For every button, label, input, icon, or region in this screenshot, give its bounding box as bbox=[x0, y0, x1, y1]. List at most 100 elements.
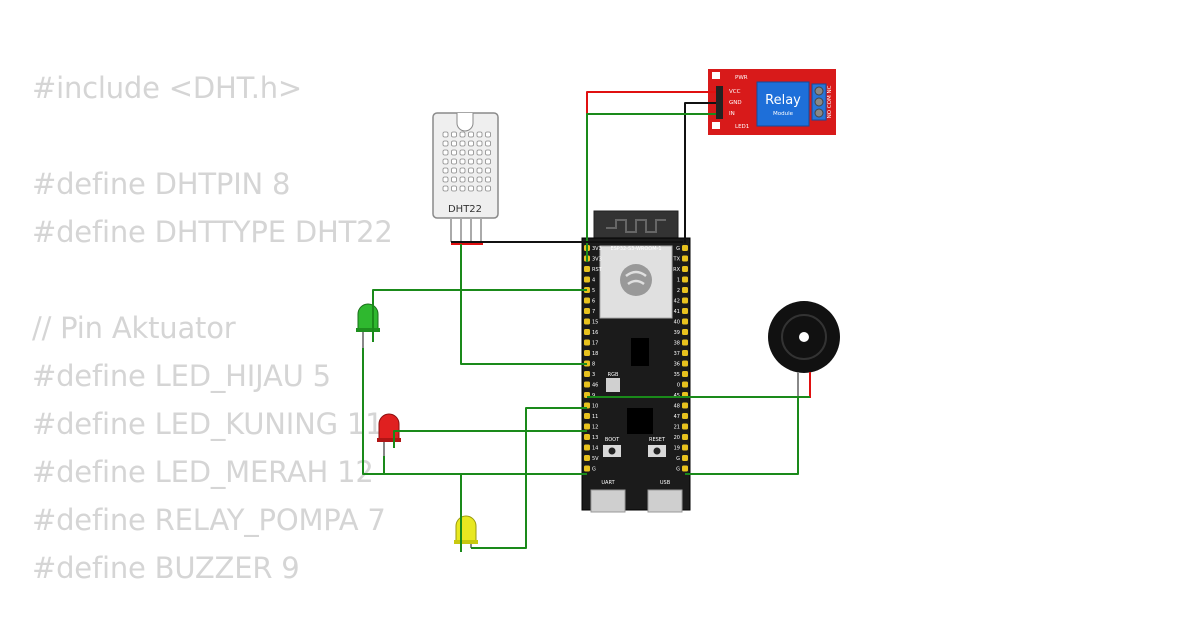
pin-pad[interactable] bbox=[682, 360, 688, 367]
led-red-body bbox=[378, 413, 400, 441]
screw-icon bbox=[814, 108, 824, 118]
pin-pad[interactable] bbox=[584, 308, 590, 314]
vent-slot bbox=[459, 140, 466, 147]
wire-led-ground[interactable] bbox=[362, 348, 587, 475]
pin-pad[interactable] bbox=[584, 266, 590, 272]
pin-pad[interactable] bbox=[682, 423, 688, 430]
pin-pad[interactable] bbox=[682, 297, 688, 304]
led-yellow-body bbox=[455, 515, 477, 543]
code-line: #define DHTTYPE DHT22 bbox=[32, 215, 393, 249]
pin-pad[interactable] bbox=[682, 287, 688, 293]
pin-label: 1 bbox=[677, 278, 680, 284]
pin-pad[interactable] bbox=[682, 329, 688, 335]
vent-slot bbox=[476, 158, 483, 165]
relay-pin-label: GND bbox=[729, 100, 742, 106]
wire-relay-gnd[interactable] bbox=[684, 102, 716, 243]
buzzer[interactable] bbox=[768, 301, 840, 398]
pin-pad[interactable] bbox=[682, 276, 688, 283]
led-yellow[interactable] bbox=[454, 515, 478, 552]
code-line: #define LED_MERAH 12 bbox=[32, 455, 374, 489]
pin-pad[interactable] bbox=[584, 371, 590, 377]
led-red[interactable] bbox=[377, 413, 401, 456]
pin-pad[interactable] bbox=[584, 465, 590, 472]
pin-pad[interactable] bbox=[584, 423, 590, 430]
usb-port[interactable] bbox=[647, 489, 683, 513]
vent-slot bbox=[442, 131, 449, 138]
antenna-trace bbox=[606, 219, 666, 233]
pin-pad[interactable] bbox=[682, 455, 688, 461]
dht22-sensor[interactable]: DHT22 bbox=[432, 112, 499, 242]
pin-pad[interactable] bbox=[584, 350, 590, 356]
pin-label: 47 bbox=[674, 414, 680, 420]
pin-pad[interactable] bbox=[682, 371, 688, 377]
vent-slot bbox=[468, 176, 474, 183]
pin-label: 4 bbox=[592, 278, 595, 284]
pin-pad[interactable] bbox=[682, 350, 688, 356]
pin-pad[interactable] bbox=[682, 465, 688, 472]
pin-pad[interactable] bbox=[682, 245, 688, 251]
vent-slot bbox=[476, 185, 483, 192]
wire-led-red[interactable] bbox=[393, 430, 587, 448]
vent-slot bbox=[451, 158, 457, 165]
wire-buzzer-gnd[interactable] bbox=[685, 398, 799, 475]
led-green[interactable] bbox=[356, 303, 380, 348]
pin-pad[interactable] bbox=[682, 413, 688, 419]
pin-label: 10 bbox=[592, 404, 598, 410]
screw-icon bbox=[814, 97, 824, 107]
led1 bbox=[712, 122, 720, 129]
pin-pad[interactable] bbox=[682, 444, 688, 451]
pin-pad[interactable] bbox=[584, 444, 590, 451]
pin-pad[interactable] bbox=[584, 413, 590, 419]
uart-usb-port[interactable] bbox=[590, 489, 626, 513]
pin-label: 38 bbox=[674, 341, 680, 347]
vent-slot bbox=[476, 131, 483, 138]
pin-pad[interactable] bbox=[682, 318, 688, 325]
pin-pad[interactable] bbox=[584, 381, 590, 388]
rgb-led bbox=[606, 378, 620, 392]
pin-pad[interactable] bbox=[584, 318, 590, 325]
wire-led-green[interactable] bbox=[372, 289, 587, 342]
relay-title: Relay bbox=[765, 93, 801, 108]
pin-label: 11 bbox=[592, 414, 598, 420]
pin-label: 3 bbox=[592, 372, 595, 378]
pin-label: 12 bbox=[592, 425, 598, 431]
esp32-s3-board[interactable]: ESP32-S3-WROOM-1 RGB BOOT RESET UART USB… bbox=[581, 210, 691, 513]
pin-pad[interactable] bbox=[682, 434, 688, 440]
wire-dht-data[interactable] bbox=[460, 244, 587, 365]
pin-pad[interactable] bbox=[584, 297, 590, 304]
pin-label: 5V bbox=[592, 456, 599, 462]
pin-pad[interactable] bbox=[584, 339, 590, 346]
wire-led-yellow[interactable] bbox=[471, 407, 587, 549]
pin-label: 21 bbox=[674, 425, 680, 431]
pin-pad[interactable] bbox=[584, 276, 590, 283]
pin-pad[interactable] bbox=[682, 266, 688, 272]
pin-pad[interactable] bbox=[584, 455, 590, 461]
pin-pad[interactable] bbox=[584, 434, 590, 440]
pin-pad[interactable] bbox=[682, 255, 688, 262]
vent-slot bbox=[459, 185, 466, 192]
vent-slot bbox=[459, 149, 466, 156]
pin-pad[interactable] bbox=[682, 381, 688, 388]
pin-label: 17 bbox=[592, 341, 598, 347]
relay-module[interactable]: PWR VCC GND IN LED1 Relay Module NO COM … bbox=[708, 69, 836, 135]
pin-label: 40 bbox=[674, 320, 680, 326]
code-line: // Pin Aktuator bbox=[32, 311, 236, 345]
pin-label: 20 bbox=[674, 435, 680, 441]
vent-slot bbox=[442, 140, 449, 147]
relay-pin-label: PWR bbox=[735, 75, 748, 81]
wire-relay-in[interactable] bbox=[586, 113, 716, 262]
pin-pad[interactable] bbox=[584, 329, 590, 335]
pin-pad[interactable] bbox=[682, 308, 688, 314]
pin-pad[interactable] bbox=[682, 402, 688, 409]
vent-slot bbox=[476, 167, 483, 174]
vent-slot bbox=[442, 185, 449, 192]
vent-slot bbox=[442, 167, 449, 174]
vent-slot bbox=[468, 140, 474, 147]
rgb-label: RGB bbox=[608, 372, 619, 378]
reset-button-cap bbox=[653, 447, 661, 455]
pin-pad[interactable] bbox=[682, 339, 688, 346]
led-yellow-rim bbox=[454, 540, 478, 544]
pin-label: G bbox=[676, 456, 680, 462]
